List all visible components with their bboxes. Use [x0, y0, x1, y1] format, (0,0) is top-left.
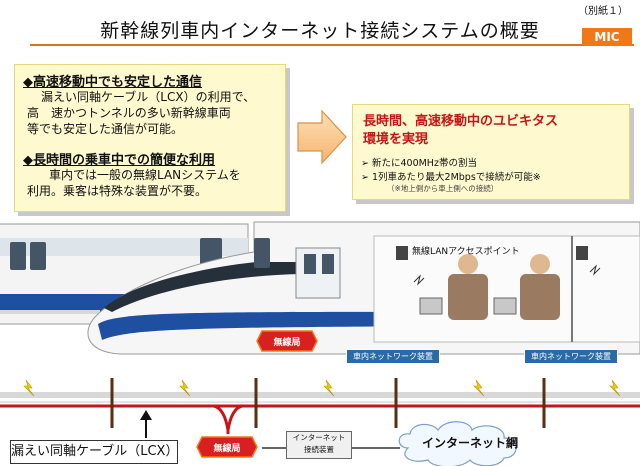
- lcx-cable-label: 漏えい同軸ケーブル（LCX）: [10, 440, 178, 464]
- feature-text-line: 漏えい同軸ケーブル（LCX）の利用で、: [41, 90, 256, 104]
- result-heading-line: 長時間、高速移動中のユビキタス: [363, 114, 559, 129]
- access-point-icon: [396, 246, 408, 260]
- result-bullet: ➢ 新たに400MHz帯の割当: [361, 158, 477, 169]
- feature-text-line: 高 速かつトンネルの多い新幹線車両: [27, 106, 231, 120]
- radio-station-ground-label: 無線局: [213, 444, 241, 454]
- car-network-device: 車内ネットワーク装置: [524, 349, 618, 364]
- internet-device-label-line: インターネット: [292, 433, 346, 442]
- internet-network-label: インターネット網: [421, 436, 518, 450]
- org-badge: MIC: [582, 28, 632, 46]
- result-bullet: ➢ 1列車あたり最大2Mbpsで接続が可能※: [361, 172, 541, 183]
- radio-station-ground-icon: [196, 436, 258, 458]
- annex-label: （別紙１）: [578, 6, 628, 17]
- radio-station-train-label: 無線局: [273, 338, 301, 348]
- feature-heading-easy-use: ◆長時間の乗車中での簡便な利用: [23, 153, 215, 168]
- right-arrow-icon: [297, 109, 347, 165]
- wireless-lan-ap-label: 無線LANアクセスポイント: [412, 247, 520, 257]
- internet-connection-device: インターネット 接続装置: [286, 431, 352, 459]
- shinkansen-train-illustration: [0, 221, 640, 355]
- signal-bolt-icon: [179, 379, 191, 397]
- feature-text-line: 車内では一般の無線LANシステムを: [49, 168, 241, 182]
- result-box: 長時間、高速移動中のユビキタス 環境を実現 ➢ 新たに400MHz帯の割当 ➢ …: [352, 104, 630, 200]
- page-title: 新幹線列車内インターネット接続システムの概要: [100, 20, 540, 42]
- features-box: ◆高速移動中でも安定した通信 漏えい同軸ケーブル（LCX）の利用で、 高 速かつ…: [14, 64, 286, 212]
- passenger-icon: [419, 254, 488, 320]
- title-rule: [30, 44, 634, 46]
- feature-text-line: 等でも安定した通信が可能。: [27, 122, 184, 136]
- result-heading-line: 環境を実現: [363, 132, 429, 147]
- car-network-device: 車内ネットワーク装置: [346, 349, 440, 364]
- radio-station-train-icon: [256, 330, 318, 352]
- signal-bolt-icon: [23, 379, 35, 397]
- feature-heading-stable: ◆高速移動中でも安定した通信: [23, 75, 202, 90]
- feature-text-line: 利用。乗客は特殊な装置が不要。: [27, 184, 208, 198]
- ground-infrastructure-diagram: [0, 378, 640, 466]
- signal-bolt-icon: [473, 379, 485, 397]
- internet-device-label-line: 接続装置: [304, 445, 334, 454]
- internet-cloud-icon: [398, 421, 517, 466]
- access-point-icon: [576, 246, 588, 260]
- result-note: （※地上側から車上側への接続）: [387, 184, 499, 193]
- signal-bolt-icon: [323, 379, 335, 397]
- passenger-icon: [493, 254, 560, 320]
- signal-bolt-icon: [609, 379, 621, 397]
